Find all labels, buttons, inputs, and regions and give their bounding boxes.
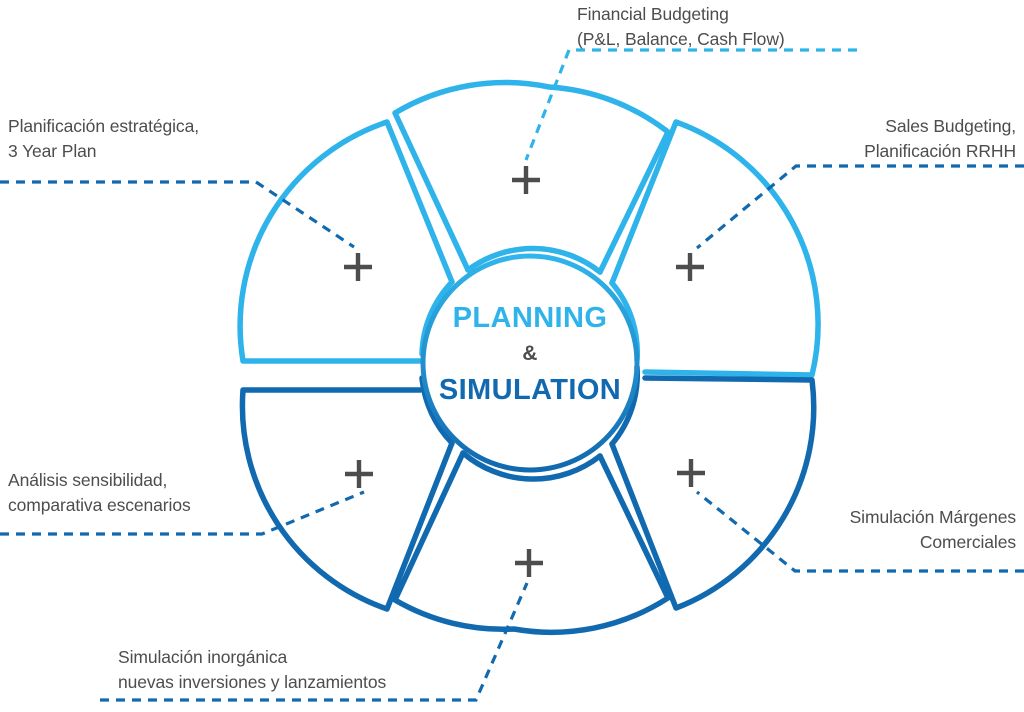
plus-markers — [344, 166, 705, 577]
callout-planificacion-estrategica: Planificación estratégica, 3 Year Plan — [8, 114, 199, 164]
segment-outline-simulacion-margenes — [609, 375, 817, 611]
segment-sales-budgeting[interactable] — [609, 119, 821, 378]
callout-sales-budgeting: Sales Budgeting, Planificación RRHH — [864, 114, 1016, 164]
segment-financial-budgeting[interactable] — [392, 79, 671, 275]
callout-financial-budgeting-line1: Financial Budgeting — [577, 4, 729, 24]
segment-simulacion-inorganica[interactable] — [392, 450, 671, 636]
center-label-ampersand: & — [522, 342, 538, 365]
center-label-line1: PLANNING — [452, 302, 608, 334]
callout-analisis-sensibilidad: Análisis sensibilidad, comparativa escen… — [8, 468, 191, 518]
callout-simulacion-inorganica: Simulación inorgánica nuevas inversiones… — [118, 645, 386, 695]
callout-analisis-sensibilidad-line1: Análisis sensibilidad, — [8, 470, 168, 490]
callout-financial-budgeting: Financial Budgeting (P&L, Balance, Cash … — [577, 2, 785, 52]
center-label: PLANNING & SIMULATION — [420, 298, 640, 410]
callout-analisis-sensibilidad-line2: comparativa escenarios — [8, 495, 191, 515]
callout-sales-budgeting-line1: Sales Budgeting, — [885, 116, 1016, 136]
segment-analisis-sensibilidad[interactable] — [239, 375, 455, 612]
plus-icon-sales-budgeting — [676, 253, 704, 281]
segment-inner-arc-financial-budgeting — [465, 245, 603, 275]
callout-simulacion-margenes-line1: Simulación Márgenes — [849, 507, 1016, 527]
plus-icon-financial-budgeting — [512, 166, 540, 194]
segment-outline-planificacion-estrategica — [237, 119, 455, 364]
plus-icon-simulacion-inorganica — [515, 549, 543, 577]
center-circle — [420, 253, 640, 473]
callout-planificacion-estrategica-line1: Planificación estratégica, — [8, 116, 199, 136]
callout-planificacion-estrategica-line2: 3 Year Plan — [8, 141, 97, 161]
leader-simulacion-margenes — [695, 490, 1024, 573]
callout-simulacion-margenes: Simulación Márgenes Comerciales — [850, 505, 1016, 555]
leader-planificacion-estrategica — [0, 180, 355, 249]
leader-financial-budgeting — [524, 48, 857, 161]
segment-inner-arc-simulacion-inorganica — [460, 450, 603, 482]
segment-outline-sales-budgeting — [609, 119, 821, 378]
segment-outline-analisis-sensibilidad — [239, 387, 455, 612]
leader-simulacion-inorganica — [100, 582, 529, 702]
plus-icon-planificacion-estrategica — [344, 253, 372, 281]
segment-outline-financial-budgeting — [392, 79, 671, 275]
leader-sales-budgeting — [695, 164, 1024, 250]
leader-analisis-sensibilidad — [0, 490, 365, 536]
segment-simulacion-margenes[interactable] — [609, 364, 817, 611]
leader-lines — [0, 48, 1024, 702]
plus-icon-analisis-sensibilidad — [345, 460, 373, 488]
callout-sales-budgeting-line2: Planificación RRHH — [864, 141, 1016, 161]
callout-simulacion-margenes-line2: Comerciales — [919, 532, 1016, 552]
callout-simulacion-inorganica-line2: nuevas inversiones y lanzamientos — [118, 672, 387, 692]
plus-icon-simulacion-margenes — [677, 459, 705, 487]
segment-outline-simulacion-inorganica — [392, 450, 671, 636]
callout-simulacion-inorganica-line1: Simulación inorgánica — [118, 647, 288, 667]
callout-financial-budgeting-line2: (P&L, Balance, Cash Flow) — [577, 29, 785, 49]
center-label-line2: SIMULATION — [438, 374, 622, 406]
